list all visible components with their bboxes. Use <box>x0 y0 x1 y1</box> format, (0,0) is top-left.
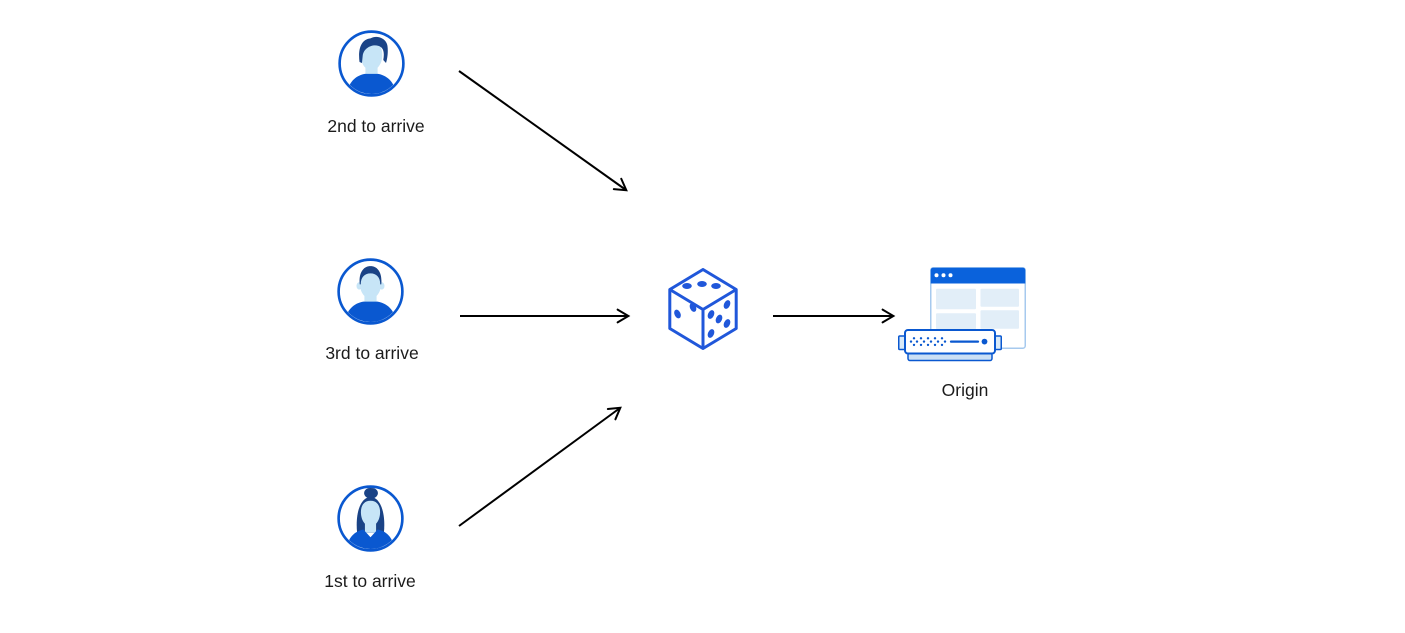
dice-icon <box>668 268 738 350</box>
window-dots-icon <box>934 273 953 278</box>
origin-server <box>898 329 1002 363</box>
page-content-blocks <box>936 288 1019 330</box>
server-dot-texture <box>909 337 947 347</box>
browser-window-icon <box>930 267 1026 349</box>
arrow-client-2nd-to-dice <box>458 70 628 192</box>
person-avatar-man-short-hair-icon <box>337 258 404 325</box>
server-icon <box>898 329 1002 362</box>
client-label-1st: 1st to arrive <box>324 571 416 591</box>
client-label-3rd: 3rd to arrive <box>325 343 419 363</box>
origin-node <box>930 267 1026 349</box>
client-label-2nd: 2nd to arrive <box>327 116 425 136</box>
origin-label: Origin <box>941 380 989 400</box>
person-avatar-woman-bun-hair-icon <box>337 485 404 552</box>
server-status-dot <box>981 338 988 345</box>
arrow-client-1st-to-dice <box>458 406 622 527</box>
person-avatar-man-swept-hair-icon <box>338 30 405 97</box>
client-node-3rd <box>337 258 404 325</box>
client-node-1st <box>337 485 404 552</box>
dice-node <box>668 268 738 350</box>
client-node-2nd <box>338 30 405 97</box>
